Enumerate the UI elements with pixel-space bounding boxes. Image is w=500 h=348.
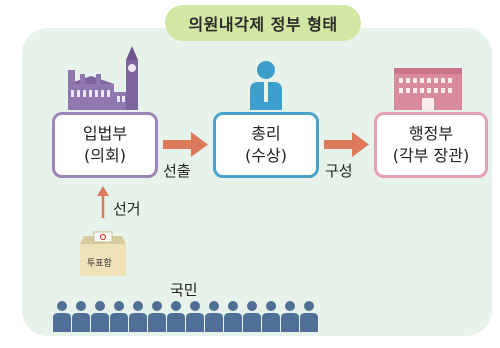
prime-minister-subtitle: (수상) <box>245 146 287 165</box>
formation-label: 구성 <box>325 162 353 180</box>
vote-label: 선거 <box>113 200 141 218</box>
arrow-pm-to-executive <box>324 132 369 157</box>
parliament-building-icon <box>68 46 138 110</box>
prime-minister-box: 총리 (수상) <box>213 112 319 178</box>
ballot-box-icon <box>80 231 126 276</box>
legislature-box: 입법부 (의회) <box>52 112 158 178</box>
legislature-subtitle: (의회) <box>84 146 126 165</box>
diagram-title: 의원내각제 정부 형태 <box>165 5 361 41</box>
arrow-vote-up <box>97 186 109 218</box>
citizens-icon <box>53 301 318 332</box>
executive-box: 행정부 (각부 장관) <box>374 112 488 178</box>
prime-minister-title: 총리 <box>251 124 281 143</box>
executive-title: 행정부 <box>408 124 454 143</box>
executive-subtitle: (각부 장관) <box>392 146 470 165</box>
person-icon <box>250 61 282 110</box>
office-building-icon <box>394 68 462 110</box>
citizens-label: 국민 <box>170 281 198 299</box>
ballot-box-label: 투표함 <box>87 259 112 269</box>
legislature-title: 입법부 <box>82 124 128 143</box>
arrow-legislature-to-pm <box>163 132 208 157</box>
election-label: 선출 <box>163 162 191 180</box>
